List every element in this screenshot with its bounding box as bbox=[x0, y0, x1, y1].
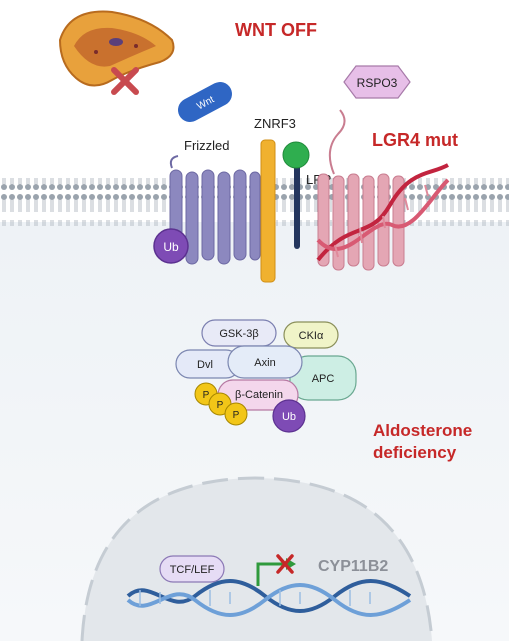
tcf-lef-label: TCF/LEF bbox=[170, 564, 215, 576]
lrp-head bbox=[282, 141, 310, 169]
frizzled-receptor bbox=[169, 155, 261, 265]
ub-membrane-label: Ub bbox=[163, 240, 179, 254]
phospho-3 bbox=[224, 402, 248, 426]
blocked-x-icon bbox=[276, 554, 294, 574]
ub-complex-label: Ub bbox=[282, 411, 296, 423]
znrf3-label: ZNRF3 bbox=[254, 116, 296, 131]
nuclear-dna bbox=[126, 579, 412, 617]
gene-label: CYP11B2 bbox=[318, 558, 388, 575]
phospho-3-label: P bbox=[233, 410, 240, 421]
wnt-ligand bbox=[177, 82, 233, 122]
axin-label: Axin bbox=[254, 357, 275, 369]
outcome-line1: Aldosterone bbox=[373, 421, 472, 440]
lgr4-mut-label: LGR4 mut bbox=[372, 130, 458, 150]
dna-helix-icon bbox=[316, 163, 450, 262]
ckia-protein bbox=[283, 321, 339, 349]
gsk3b-label: GSK-3β bbox=[219, 328, 258, 340]
tcf-lef-protein bbox=[159, 555, 225, 583]
axin-protein bbox=[227, 345, 303, 379]
rspo3-ligand bbox=[343, 65, 411, 99]
red-x-icon bbox=[111, 67, 139, 95]
ubiquitin-complex bbox=[272, 399, 306, 433]
znrf3-protein bbox=[260, 139, 276, 283]
beta-catenin-label: β-Catenin bbox=[235, 389, 283, 401]
outcome-line2: deficiency bbox=[373, 443, 457, 462]
ubiquitin-membrane bbox=[153, 228, 189, 264]
adrenal-gland-icon bbox=[58, 10, 175, 87]
nuclear-envelope bbox=[80, 476, 434, 641]
phospho-1-label: P bbox=[203, 390, 210, 401]
rspo3-label: RSPO3 bbox=[357, 76, 398, 90]
gsk3b-protein bbox=[201, 319, 277, 347]
dvl-label: Dvl bbox=[197, 359, 213, 371]
destruction-complex bbox=[175, 319, 357, 433]
phospho-2-label: P bbox=[217, 400, 224, 411]
apc-label: APC bbox=[312, 373, 335, 385]
ckia-label: CKIα bbox=[299, 330, 324, 342]
state-title: WNT OFF bbox=[235, 20, 317, 40]
frizzled-label: Frizzled bbox=[184, 138, 230, 153]
